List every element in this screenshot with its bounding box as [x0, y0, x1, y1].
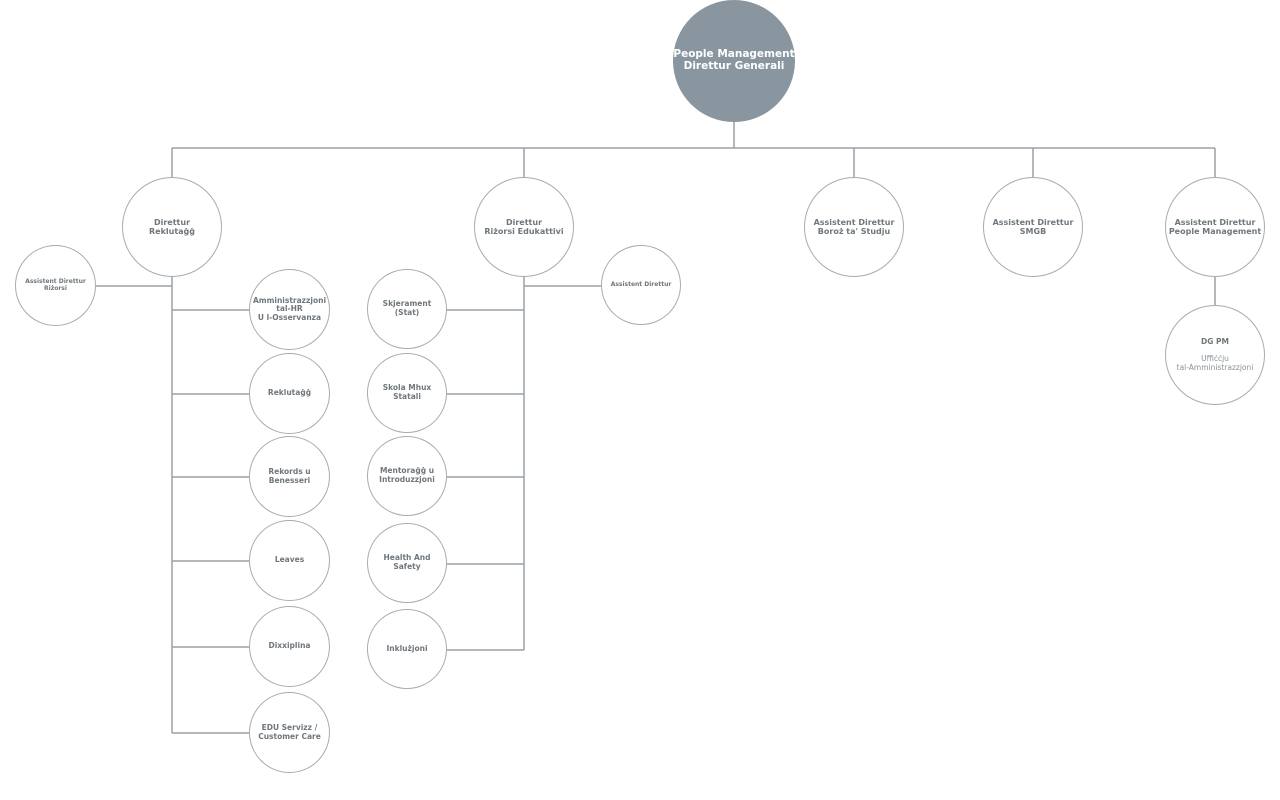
director-education-node: Direttur Riżorsi Edukattivi — [474, 177, 574, 277]
recruitment-unit-1-title: Amministrazzjoni tal-HR U l-Osservanza — [252, 295, 327, 322]
dg-pm-title: DG PM — [1201, 336, 1229, 346]
assistant-smgb-node: Assistent Direttur SMGB — [983, 177, 1083, 277]
education-unit-3-title: Mentoraġġ u Introduzzjoni — [379, 466, 435, 484]
recruitment-unit-4-node: Leaves — [249, 520, 330, 601]
assistant-smgb-title: Assistent Direttur SMGB — [992, 217, 1074, 236]
director-recruitment-node: Direttur Reklutaġġ — [122, 177, 222, 277]
recruitment-unit-3-title: Rekords u Benesseri — [268, 466, 311, 485]
education-unit-2-node: Skola Mhux Statali — [367, 353, 447, 433]
recruitment-unit-3-node: Rekords u Benesseri — [249, 436, 330, 517]
assistant-resources-node: Assistent Direttur Riżorsi — [15, 245, 96, 326]
recruitment-unit-5-node: Dixxiplina — [249, 606, 330, 687]
root-node: People Management Direttur Generali — [673, 0, 795, 122]
assistant-people-mgmt-title: Assistent Direttur People Management — [1168, 217, 1262, 236]
education-unit-1-node: Skjerament (Stat) — [367, 269, 447, 349]
education-unit-4-node: Health And Safety — [367, 523, 447, 603]
assistant-director-node: Assistent Direttur — [601, 245, 681, 325]
education-unit-5-title: Inklużjoni — [386, 643, 428, 653]
education-unit-4-title: Health And Safety — [383, 553, 431, 571]
recruitment-unit-2-title: Reklutaġġ — [267, 388, 312, 398]
recruitment-unit-6-node: EDU Servizz / Customer Care — [249, 692, 330, 773]
education-unit-1-title: Skjerament (Stat) — [382, 299, 432, 317]
recruitment-unit-2-node: Reklutaġġ — [249, 353, 330, 434]
recruitment-unit-6-title: EDU Servizz / Customer Care — [258, 722, 321, 741]
assistant-people-mgmt-node: Assistent Direttur People Management — [1165, 177, 1265, 277]
assistant-bursaries-node: Assistent Direttur Boroż ta' Studju — [804, 177, 904, 277]
assistant-director-title: Assistent Direttur — [610, 280, 672, 288]
recruitment-unit-5-title: Dixxiplina — [268, 641, 311, 651]
assistant-bursaries-title: Assistent Direttur Boroż ta' Studju — [813, 217, 895, 236]
education-unit-3-node: Mentoraġġ u Introduzzjoni — [367, 436, 447, 516]
education-unit-5-node: Inklużjoni — [367, 609, 447, 689]
recruitment-unit-1-node: Amministrazzjoni tal-HR U l-Osservanza — [249, 269, 330, 350]
director-recruitment-title: Direttur Reklutaġġ — [148, 217, 196, 236]
director-education-title: Direttur Riżorsi Edukattivi — [484, 217, 564, 236]
dg-pm-subtitle: Uffiċċju tal-Amministrazzjoni — [1176, 354, 1254, 373]
assistant-resources-title: Assistent Direttur Riżorsi — [25, 277, 86, 292]
recruitment-unit-4-title: Leaves — [274, 555, 305, 565]
root-title: People Management Direttur Generali — [673, 48, 795, 72]
dg-pm-node: DG PM Uffiċċju tal-Amministrazzjoni — [1165, 305, 1265, 405]
education-unit-2-title: Skola Mhux Statali — [382, 383, 432, 401]
